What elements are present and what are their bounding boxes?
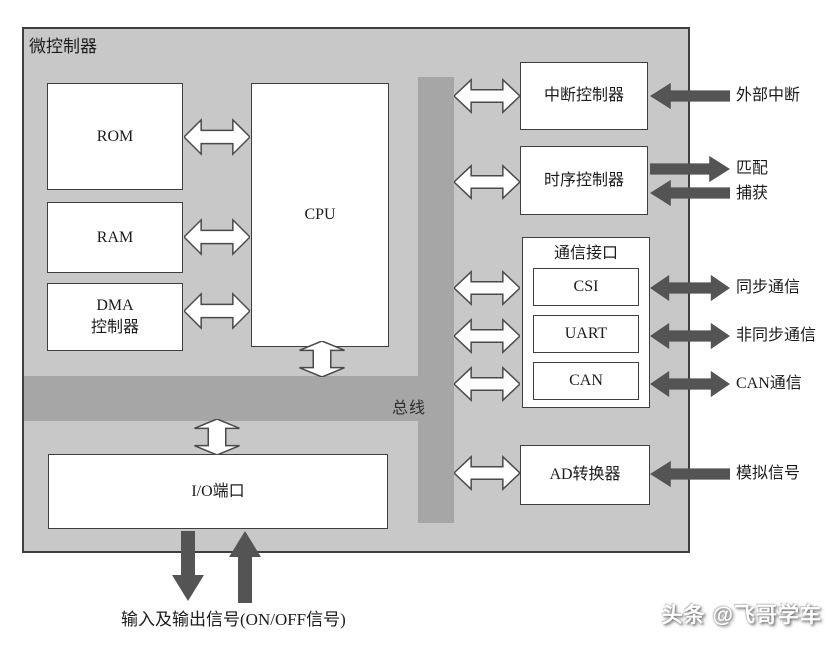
capture-label: 捕获 xyxy=(736,185,769,202)
io-port-block: I/O端口 xyxy=(48,454,388,529)
bus-interrupt-arrow xyxy=(454,78,520,114)
match-label: 匹配 xyxy=(736,160,769,177)
capture-arrow xyxy=(650,179,730,207)
bus-timing-arrow xyxy=(454,164,520,200)
timing-controller-block: 时序控制器 xyxy=(520,146,648,215)
dma-cpu-arrow xyxy=(184,292,250,330)
io-output-arrow xyxy=(172,531,204,601)
bus-csi-arrow xyxy=(454,270,520,306)
csi-block: CSI xyxy=(533,268,639,306)
analog-signal-arrow xyxy=(650,460,730,488)
bus-label: 总线 xyxy=(392,400,427,417)
comm-interface-title: 通信接口 xyxy=(553,245,618,262)
bus-uart-arrow xyxy=(454,318,520,354)
container-title: 微控制器 xyxy=(29,37,97,56)
rom-cpu-arrow xyxy=(184,118,250,156)
external-interrupt-label: 外部中断 xyxy=(736,87,801,104)
io-signals-label: 输入及输出信号(ON/OFF信号) xyxy=(121,610,346,629)
sync-comm-arrow xyxy=(650,274,730,302)
async-comm-arrow xyxy=(650,322,730,350)
io-input-arrow xyxy=(229,531,261,603)
sync-comm-label: 同步通信 xyxy=(736,279,801,296)
cpu-block: CPU xyxy=(251,83,389,347)
dma-controller-block: DMA 控制器 xyxy=(47,283,183,351)
bus-adc-arrow xyxy=(454,455,520,491)
external-interrupt-arrow xyxy=(650,82,730,110)
bus-horizontal xyxy=(24,376,454,421)
match-arrow xyxy=(650,155,730,183)
watermark: 头条 @飞哥学车 xyxy=(661,604,822,627)
uart-block: UART xyxy=(533,315,639,353)
can-comm-arrow xyxy=(650,370,730,398)
ram-cpu-arrow xyxy=(184,218,250,256)
bus-can-arrow xyxy=(454,366,520,402)
cpu-bus-arrow xyxy=(297,341,347,377)
bus-vertical xyxy=(418,77,454,523)
ram-block: RAM xyxy=(47,202,183,273)
analog-signal-label: 模拟信号 xyxy=(736,465,801,482)
ad-converter-block: AD转换器 xyxy=(520,445,650,505)
async-comm-label: 非同步通信 xyxy=(736,327,817,344)
rom-block: ROM xyxy=(47,83,183,190)
can-block: CAN xyxy=(533,362,639,400)
interrupt-controller-block: 中断控制器 xyxy=(520,62,648,130)
bus-io-arrow xyxy=(192,419,242,455)
can-comm-label: CAN通信 xyxy=(736,375,802,392)
